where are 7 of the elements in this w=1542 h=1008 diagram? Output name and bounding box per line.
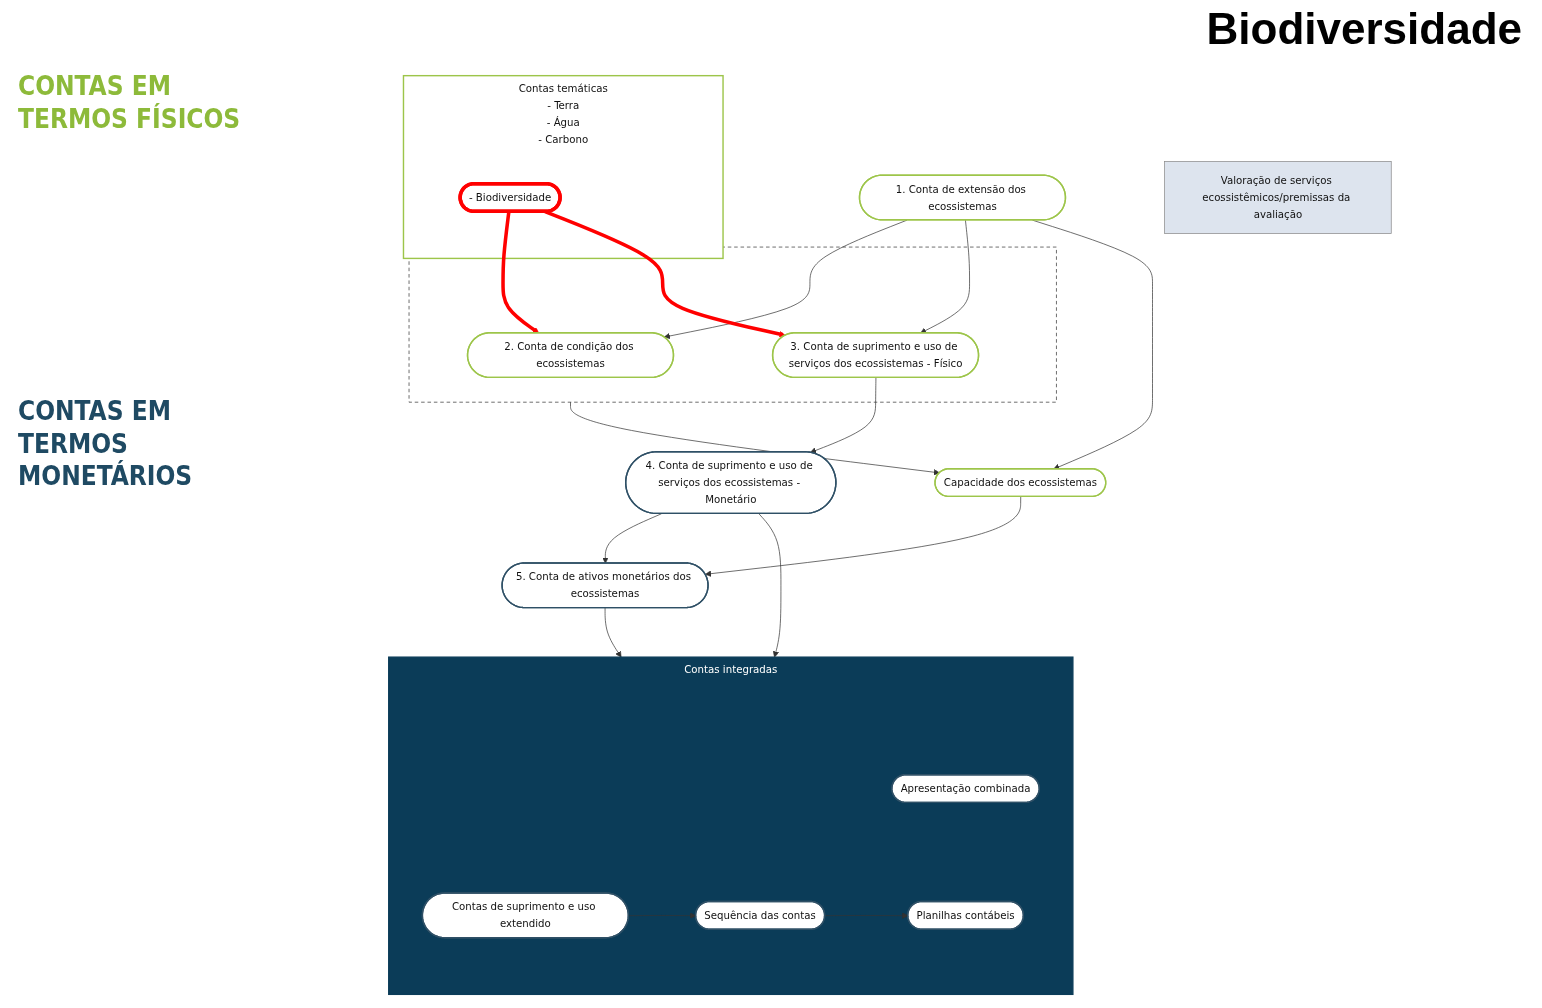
section-heading: CONTAS EM TERMOS FÍSICOS [18, 70, 242, 135]
cluster [408, 246, 1057, 403]
node-box: Valoração de serviços ecossistêmicos/premissas da avaliação [1164, 161, 1392, 234]
title: Biodiversidade [1206, 4, 1522, 54]
arrow [544, 210, 786, 338]
arrow [501, 211, 540, 334]
section-heading: CONTAS EM TERMOS MONETÁRIOS [18, 395, 194, 493]
